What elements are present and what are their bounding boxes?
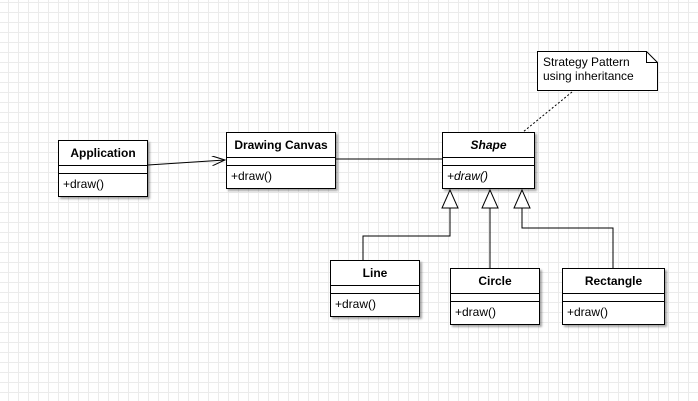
class-rectangle-attributes: [563, 294, 664, 302]
class-application-name: Application: [59, 141, 147, 166]
generalization-rectangle-to-shape[interactable]: [521, 208, 614, 268]
generalization-arrowhead-line: [441, 188, 459, 209]
generalization-arrowhead-circle: [481, 188, 499, 209]
class-circle-operation: +draw(): [455, 305, 497, 319]
class-circle-name: Circle: [451, 269, 539, 294]
class-drawing-canvas-attributes: [227, 158, 335, 166]
note-line-2: using inheritance: [543, 69, 634, 83]
generalization-arrowhead-rectangle: [513, 188, 531, 209]
note-anchor-line[interactable]: [522, 91, 573, 133]
class-application-attributes: [59, 166, 147, 174]
note-shape: [537, 51, 658, 91]
class-drawing-canvas[interactable]: Drawing Canvas +draw(): [226, 132, 336, 189]
class-line-operation: +draw(): [335, 297, 377, 311]
class-circle[interactable]: Circle +draw(): [450, 268, 540, 325]
class-rectangle-name: Rectangle: [563, 269, 664, 294]
association-application-to-canvas[interactable]: [147, 160, 225, 165]
class-line-attributes: [331, 286, 419, 294]
class-shape-operation: +draw(): [447, 169, 489, 183]
class-drawing-canvas-operation: +draw(): [231, 169, 273, 183]
strategy-note[interactable]: Strategy Pattern using inheritance: [537, 51, 658, 91]
class-application-operation: +draw(): [63, 177, 105, 191]
note-line-1: Strategy Pattern: [543, 55, 630, 69]
class-line-name: Line: [331, 261, 419, 286]
class-shape[interactable]: Shape +draw(): [442, 132, 535, 189]
class-drawing-canvas-name: Drawing Canvas: [227, 133, 335, 158]
class-shape-name: Shape: [443, 133, 534, 158]
class-rectangle-operation: +draw(): [567, 305, 609, 319]
class-application[interactable]: Application +draw(): [58, 140, 148, 197]
class-line[interactable]: Line +draw(): [330, 260, 420, 317]
note-text: Strategy Pattern using inheritance: [543, 55, 634, 83]
generalization-line-to-shape[interactable]: [362, 208, 451, 261]
class-rectangle[interactable]: Rectangle +draw(): [562, 268, 665, 325]
class-shape-attributes: [443, 158, 534, 166]
class-circle-attributes: [451, 294, 539, 302]
